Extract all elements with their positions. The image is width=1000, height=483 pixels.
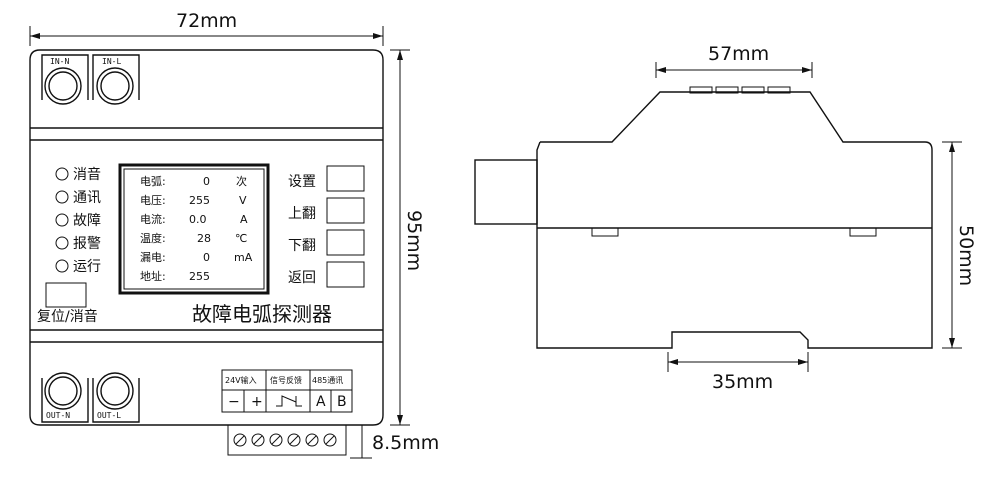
indicator-label: 消音 — [73, 166, 101, 183]
display-unit: V — [239, 194, 247, 207]
display-unit: mA — [234, 251, 253, 264]
height-dimension: 95mm — [390, 49, 425, 426]
reset-label: 复位/消音 — [37, 308, 98, 325]
side-view-body — [474, 86, 933, 349]
terminal-plus: + — [251, 394, 263, 410]
screw-icon — [269, 433, 283, 447]
terminal-label-out-n: OUT-N — [46, 411, 70, 420]
display-label: 温度: — [140, 231, 166, 245]
display-value: 0 — [203, 251, 210, 264]
terminal-group-24v: 24V输入 — [225, 375, 257, 385]
terminal-label-in-n: IN-N — [50, 57, 69, 66]
page-up-button[interactable] — [326, 197, 365, 224]
display-unit: A — [240, 213, 248, 226]
display-label: 电流: — [140, 212, 166, 226]
screw-icon — [305, 433, 319, 447]
terminal-a: A — [316, 394, 326, 410]
signal-terminal-block: 24V输入 信号反馈 485通讯 − + A B — [221, 369, 353, 413]
terminal-out-n: OUT-N — [41, 372, 89, 423]
button-label-down: 下翻 — [288, 238, 316, 254]
terminal-depth-dimension: 8.5mm — [350, 424, 439, 459]
terminal-group-feedback: 信号反馈 — [270, 375, 302, 385]
screw-icon — [323, 433, 337, 447]
side-view-top-dimension: 57mm — [655, 43, 813, 78]
lcd-display: 电弧: 0 次 电压: 255 V 电流: 0.0 A 温度: 28 ℃ 漏电:… — [118, 163, 270, 295]
display-unit: ℃ — [235, 232, 247, 245]
device-body — [29, 49, 384, 426]
side-view-rail-dimension: 35mm — [667, 352, 809, 393]
indicator-led — [55, 167, 69, 181]
screw-terminal-row — [227, 424, 347, 456]
display-unit: 次 — [236, 174, 247, 188]
indicator-label: 故障 — [73, 213, 101, 229]
terminal-depth-label: 8.5mm — [372, 432, 439, 454]
indicator-led — [55, 236, 69, 250]
side-view-height-dimension: 50mm — [942, 141, 977, 349]
settings-button[interactable] — [326, 165, 365, 192]
screw-icon — [233, 433, 247, 447]
display-value: 255 — [189, 194, 210, 207]
button-label-settings: 设置 — [288, 174, 316, 190]
terminal-label-in-l: IN-L — [102, 57, 121, 66]
indicator-label: 运行 — [73, 259, 101, 275]
indicator-list: 消音 通讯 故障 报警 运行 — [55, 166, 101, 275]
display-value: 0.0 — [189, 213, 207, 226]
screw-icon — [251, 433, 265, 447]
display-label: 漏电: — [140, 251, 166, 264]
display-value: 0 — [203, 175, 210, 188]
screw-icon — [287, 433, 301, 447]
back-button[interactable] — [326, 261, 365, 288]
side-terminal-block — [474, 159, 538, 225]
terminal-in-l: IN-L — [92, 54, 140, 105]
indicator-led — [55, 190, 69, 204]
relay-contact-icon — [276, 395, 302, 407]
terminal-label-out-l: OUT-L — [97, 411, 121, 420]
display-label: 地址: — [140, 269, 166, 283]
button-label-up: 上翻 — [288, 206, 316, 222]
side-height-dim-label: 50mm — [955, 225, 977, 286]
rail-dim-label: 35mm — [712, 371, 773, 393]
indicator-led — [55, 213, 69, 227]
indicator-label: 通讯 — [73, 190, 101, 206]
width-dimension: 72mm — [29, 10, 384, 46]
device-name: 故障电弧探测器 — [192, 302, 332, 326]
indicator-label: 报警 — [73, 236, 101, 252]
display-value: 255 — [189, 270, 210, 283]
width-dim-label: 72mm — [176, 10, 237, 32]
terminal-in-n: IN-N — [41, 54, 89, 105]
terminal-out-l: OUT-L — [92, 372, 140, 423]
terminal-b: B — [337, 394, 347, 410]
display-value: 28 — [197, 232, 211, 245]
button-label-back: 返回 — [288, 270, 316, 286]
height-dim-label: 95mm — [403, 210, 425, 271]
page-down-button[interactable] — [326, 229, 365, 256]
control-buttons: 设置 上翻 下翻 返回 — [288, 165, 365, 288]
terminal-group-485: 485通讯 — [312, 375, 343, 385]
display-label: 电弧: — [140, 174, 166, 188]
reset-button[interactable] — [45, 282, 87, 308]
side-top-dim-label: 57mm — [708, 43, 769, 65]
terminal-minus: − — [228, 394, 240, 410]
indicator-led — [55, 259, 69, 273]
display-label: 电压: — [140, 194, 166, 207]
